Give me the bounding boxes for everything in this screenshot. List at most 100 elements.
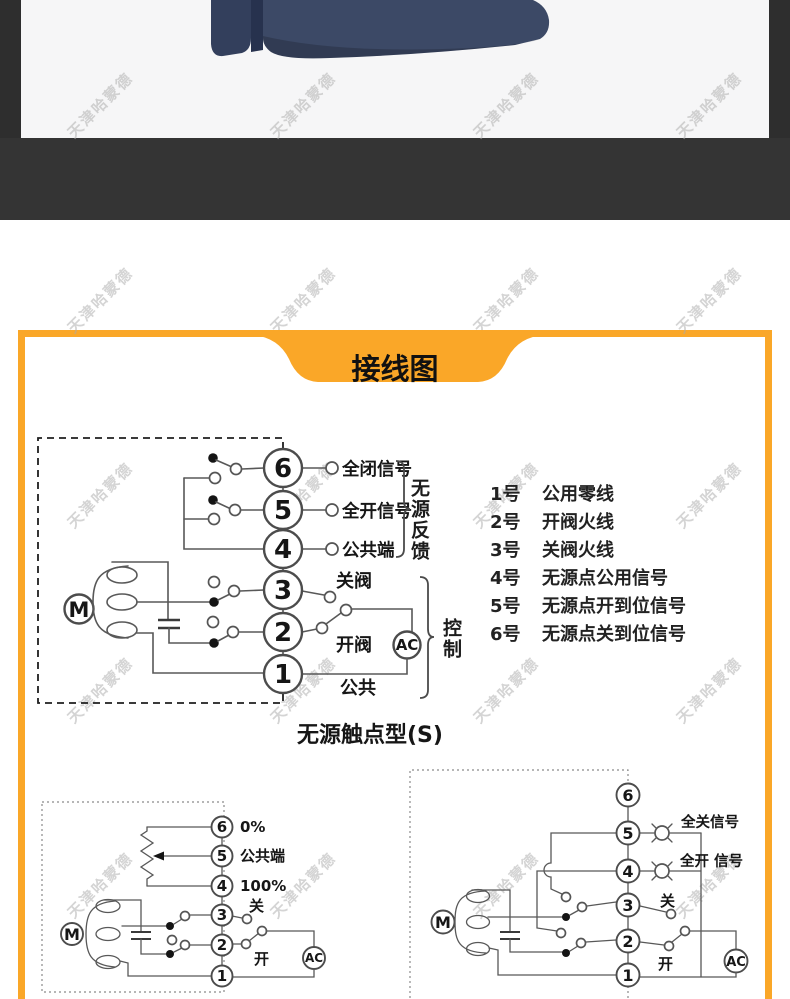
close-contact-icon xyxy=(323,590,337,604)
banner-tab xyxy=(252,330,544,382)
motor-icon: M xyxy=(60,922,84,946)
legend-terminal-desc: 关阀火线 xyxy=(542,540,614,561)
terminal-3: 3 xyxy=(615,892,641,918)
wire xyxy=(639,905,667,913)
limit-switch-3 xyxy=(207,575,265,607)
wire xyxy=(231,915,243,919)
watermark: 天津哈蒙德 xyxy=(469,263,543,337)
watermark: 天津哈蒙德 xyxy=(266,263,340,337)
feedback-common-bus xyxy=(183,477,265,550)
coil-to-capacitor-wire xyxy=(111,561,169,621)
actuator-body xyxy=(263,0,550,59)
wiper-arrow-icon xyxy=(153,851,164,861)
terminal-1: 1 xyxy=(210,964,234,988)
open-valve-label: 开阀 xyxy=(336,634,372,656)
potentiometer-icon xyxy=(139,826,212,887)
close-label: 关 xyxy=(249,897,264,915)
dark-divider-band xyxy=(0,138,790,220)
common-terminal-label: 公共端 xyxy=(240,847,285,865)
signal-terminal-icon xyxy=(325,542,339,556)
actuator-shading xyxy=(263,36,540,59)
ac-return-wire xyxy=(301,657,408,675)
motor-label: M xyxy=(64,925,80,944)
actuator-nut xyxy=(211,0,251,57)
motor-common-wire xyxy=(136,632,265,674)
wire xyxy=(639,941,665,946)
svg-text:6: 6 xyxy=(622,786,633,805)
dotted-enclosure xyxy=(41,801,225,993)
legend-terminal-desc: 无源点关到位信号 xyxy=(542,624,686,645)
motor-coil-icon xyxy=(92,565,138,639)
limit-switch-5 xyxy=(183,495,265,526)
selector-pivot-icon xyxy=(679,925,691,937)
motor-label: M xyxy=(69,598,90,622)
ac-return-wire xyxy=(639,971,737,978)
terminal-legend: 1号公用零线 2号开阀火线 3号关阀火线 4号无源点公用信号 5号无源点开到位信… xyxy=(490,481,686,649)
feedback-wire-5 xyxy=(543,832,617,895)
capacitor-wire xyxy=(168,627,210,644)
legend-terminal-no: 4号 xyxy=(490,568,521,589)
legend-item: 3号关阀火线 xyxy=(490,537,686,565)
terminal-6: 6 xyxy=(262,447,304,489)
fully-closed-signal-label: 全闭信号 xyxy=(341,459,412,480)
svg-text:4: 4 xyxy=(217,877,227,895)
open-contact-icon xyxy=(240,938,252,950)
terminal-3: 3 xyxy=(210,903,234,927)
common-terminal-label: 公共端 xyxy=(342,540,395,561)
ac-label: AC xyxy=(396,636,419,654)
limit-switch-6 xyxy=(183,453,265,485)
common-label: 公共 xyxy=(340,678,376,699)
main-wiring-diagram: M xyxy=(37,437,435,704)
svg-text:3: 3 xyxy=(217,906,227,924)
ac-return-wire xyxy=(232,968,315,978)
svg-text:5: 5 xyxy=(217,847,227,865)
legend-terminal-desc: 无源点公用信号 xyxy=(542,568,668,589)
limit-switch-2 xyxy=(166,939,212,958)
dashed-enclosure xyxy=(37,437,284,704)
svg-text:2: 2 xyxy=(622,932,633,951)
hundred-percent-label: 100% xyxy=(240,877,286,895)
watermark: 天津哈蒙德 xyxy=(63,263,137,337)
capacitor-wire xyxy=(140,938,167,955)
terminal-5: 5 xyxy=(615,820,641,846)
svg-text:4: 4 xyxy=(274,535,292,565)
close-contact-icon xyxy=(665,908,677,920)
terminal-2: 2 xyxy=(262,611,304,653)
terminal-1: 1 xyxy=(615,962,641,988)
legend-terminal-desc: 公用零线 xyxy=(542,484,614,505)
fully-open-signal-label: 全开信号 xyxy=(341,501,412,522)
no-contact-icon xyxy=(555,927,567,939)
open-contact-icon xyxy=(315,621,329,635)
close-contact-icon xyxy=(241,913,253,925)
terminal-2: 2 xyxy=(615,928,641,954)
coil-to-capacitor-wire xyxy=(103,899,142,933)
limit-switch-3 xyxy=(562,901,617,921)
motor-label: M xyxy=(435,913,451,932)
motor-icon: M xyxy=(63,593,95,625)
legend-terminal-no: 1号 xyxy=(490,484,521,505)
open-contact-icon xyxy=(663,940,675,952)
terminal-6: 6 xyxy=(210,815,234,839)
legend-item: 2号开阀火线 xyxy=(490,509,686,537)
svg-text:4: 4 xyxy=(622,862,633,881)
legend-terminal-desc: 开阀火线 xyxy=(542,512,614,533)
open-label: 开 xyxy=(658,955,673,973)
svg-text:2: 2 xyxy=(217,936,227,954)
terminal-6: 6 xyxy=(615,782,641,808)
dotted-enclosure xyxy=(409,769,629,999)
wire xyxy=(301,590,325,596)
ac-wire xyxy=(689,930,737,950)
legend-terminal-no: 2号 xyxy=(490,512,521,533)
svg-text:3: 3 xyxy=(274,576,292,606)
feedback-brace xyxy=(395,460,411,558)
ac-label: AC xyxy=(305,951,323,965)
svg-text:5: 5 xyxy=(622,824,633,843)
legend-item: 5号无源点开到位信号 xyxy=(490,593,686,621)
motor-icon: M xyxy=(430,909,456,935)
actuator-neck xyxy=(251,0,263,52)
terminal-5: 5 xyxy=(210,844,234,868)
limit-switch-2 xyxy=(562,937,617,957)
product-photo-area xyxy=(0,0,790,138)
terminal-4: 4 xyxy=(262,528,304,570)
